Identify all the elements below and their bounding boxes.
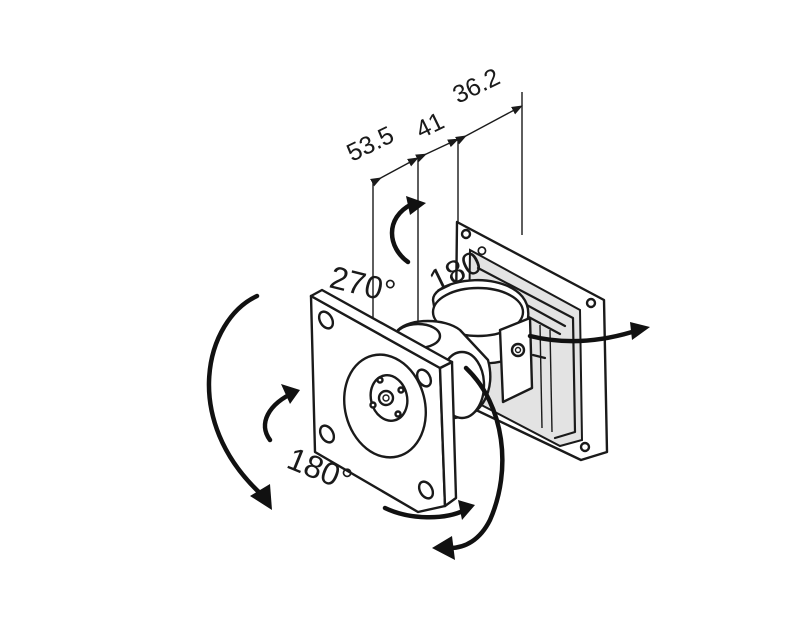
- rotation-arrow-tilt-large: [206, 293, 272, 510]
- screw-hole: [460, 228, 472, 240]
- screw-hole: [585, 297, 597, 309]
- dimension-53-5-text: 53.5: [342, 121, 398, 168]
- vesa-plate: [309, 288, 458, 514]
- dimension-lines: [370, 92, 523, 340]
- screw-hole: [579, 441, 591, 453]
- dimension-label-36-2: 36.2: [448, 63, 504, 110]
- center-bolt: [377, 389, 395, 407]
- rotation-arrow-270-top: [389, 196, 426, 265]
- dimension-label-53-5: 53.5: [342, 121, 398, 168]
- rotation-arrow-bottom: [382, 500, 475, 520]
- rotation-arrow-180-left: [262, 384, 300, 443]
- rotation-arrow-180-right: [527, 322, 650, 344]
- dimension-41-text: 41: [411, 107, 448, 144]
- rotation-arrow-lower-sweep: [432, 365, 505, 560]
- dimension-label-41: 41: [411, 107, 448, 144]
- dimension-36-2-text: 36.2: [448, 63, 504, 110]
